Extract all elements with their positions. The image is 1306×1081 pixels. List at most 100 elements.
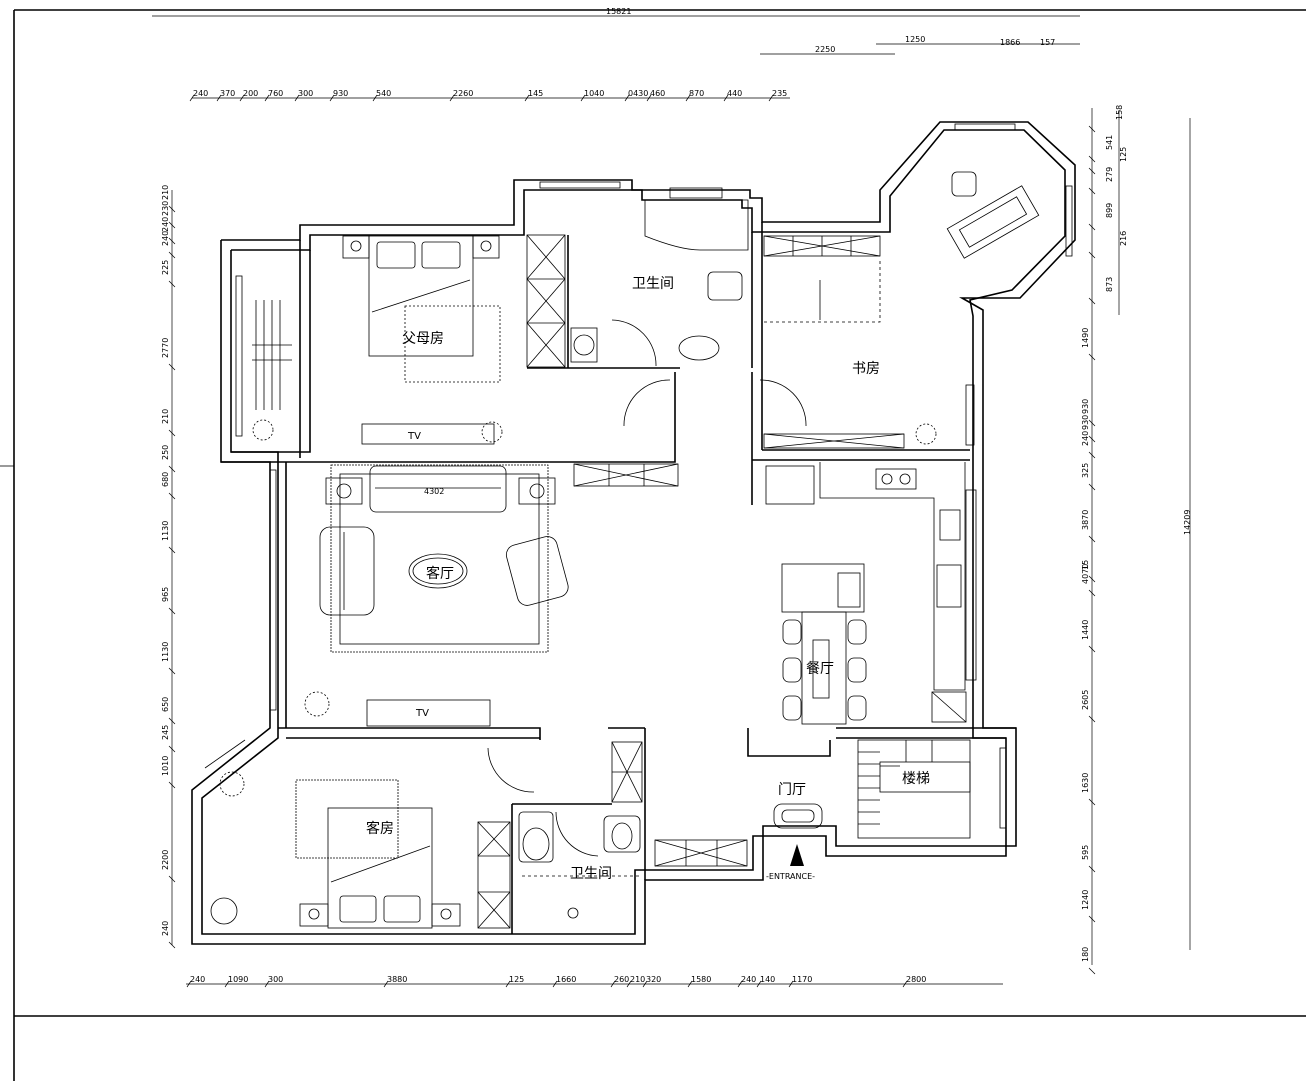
right-dim-label: 125 (1119, 147, 1128, 162)
dim-tick (610, 980, 616, 988)
room-bath-bottom-label: 卫生间 (570, 866, 612, 882)
dim-tick (1088, 915, 1096, 923)
dim-tick (756, 980, 762, 988)
dim-tick (1088, 223, 1096, 231)
bottom-dim-label: 320 (646, 975, 661, 984)
dim-tick (646, 94, 652, 102)
right-dim-label: 2605 (1081, 690, 1090, 710)
right-dim-label: 158 (1115, 105, 1124, 120)
bottom-dim-label: 240 (190, 975, 205, 984)
right-dim-label: 873 (1105, 277, 1114, 292)
dim-tick (168, 251, 176, 259)
left-dim-label: 650 (161, 697, 170, 712)
top-dim-label: 235 (772, 89, 787, 98)
right-dim-label: 541 (1105, 135, 1114, 150)
dim-tick (580, 94, 586, 102)
dim-tick (168, 745, 176, 753)
bottom-dim-label: 1090 (228, 975, 248, 984)
dim-tick (1088, 589, 1096, 597)
right-dim-label: 1630 (1081, 773, 1090, 793)
bottom-dim-label: 210 (630, 975, 645, 984)
top-dim-label: 240 (193, 89, 208, 98)
dim-tick (626, 980, 632, 988)
dim-tick (1088, 451, 1096, 459)
dim-tick (902, 980, 908, 988)
dim-top-right-d: 157 (1040, 38, 1055, 47)
bottom-dim-label: 260 (614, 975, 629, 984)
tv-bottom-label: TV (415, 708, 429, 719)
room-foyer-label: 门厅 (778, 782, 806, 798)
top-dim-label: 440 (727, 89, 742, 98)
right-dim-label: 1490 (1081, 328, 1090, 348)
room-labels: 父母房 卫生间 书房 客厅 餐厅 门厅 楼梯 客房 卫生间 TV TV -ENT… (366, 276, 930, 882)
sofa-width-label: 4302 (424, 487, 444, 496)
dim-tick (264, 980, 270, 988)
dim-tick (168, 492, 176, 500)
dim-tick (224, 980, 230, 988)
dim-tick (1088, 715, 1096, 723)
right-dim-label: 240 (1081, 431, 1090, 446)
dim-tick (1088, 575, 1096, 583)
dim-top-right-b: 1250 (905, 35, 925, 44)
dim-tick (1088, 419, 1096, 427)
dim-tick (1088, 353, 1096, 361)
dim-tick (168, 429, 176, 437)
top-dim-label: 870 (689, 89, 704, 98)
bottom-dim-label: 1580 (691, 975, 711, 984)
right-dim-label: 325 (1081, 463, 1090, 478)
entrance-label: -ENTRANCE- (766, 872, 815, 881)
dim-tick (168, 607, 176, 615)
left-dim-label: 245 (161, 725, 170, 740)
dim-tick (186, 980, 192, 988)
dim-tick (685, 94, 691, 102)
dim-tick (505, 980, 511, 988)
room-study-label: 书房 (852, 361, 880, 377)
left-dim-label: 240 (161, 231, 170, 246)
top-dim-label: 460 (650, 89, 665, 98)
dim-tick (168, 280, 176, 288)
right-dim-label: 4070 (1081, 564, 1090, 584)
left-dim-label: 1130 (161, 642, 170, 662)
left-dim-label: 210 (161, 409, 170, 424)
dim-tick (383, 980, 389, 988)
room-living-label: 客厅 (426, 565, 454, 582)
dim-tick (1088, 187, 1096, 195)
left-dim-label: 230 (161, 201, 170, 216)
right-dim-label: 899 (1105, 203, 1114, 218)
dim-tick (168, 465, 176, 473)
left-dim-label: 250 (161, 445, 170, 460)
left-dim-label: 680 (161, 472, 170, 487)
right-dim-label: 930 (1081, 399, 1090, 414)
dim-tick (329, 94, 335, 102)
dim-tick (1088, 645, 1096, 653)
bottom-dim-label: 2800 (906, 975, 926, 984)
dim-tick (168, 667, 176, 675)
drawing-frame (0, 9, 1306, 1081)
top-dim-label: 370 (220, 89, 235, 98)
dim-tick (168, 717, 176, 725)
dim-tick (449, 94, 455, 102)
left-dim-label: 1010 (161, 756, 170, 776)
right-dim-label: 1240 (1081, 890, 1090, 910)
dim-tick (1088, 865, 1096, 873)
dim-tick (168, 363, 176, 371)
left-dim-label: 965 (161, 587, 170, 602)
left-dim-label: 1130 (161, 521, 170, 541)
dim-tick (552, 980, 558, 988)
left-dim-label: 240 (161, 217, 170, 232)
top-dim-label: 200 (243, 89, 258, 98)
left-dim-label: 2770 (161, 338, 170, 358)
dim-tick (168, 221, 176, 229)
dim-tick (642, 980, 648, 988)
dim-tick (168, 781, 176, 789)
dim-tick (1088, 155, 1096, 163)
left-dim-label: 225 (161, 260, 170, 275)
bottom-dim-label: 125 (509, 975, 524, 984)
right-dim-label: 930 (1081, 415, 1090, 430)
top-dim-label: 760 (268, 89, 283, 98)
dim-tick (687, 980, 693, 988)
top-dim-label: 540 (376, 89, 391, 98)
dim-tick (737, 980, 743, 988)
